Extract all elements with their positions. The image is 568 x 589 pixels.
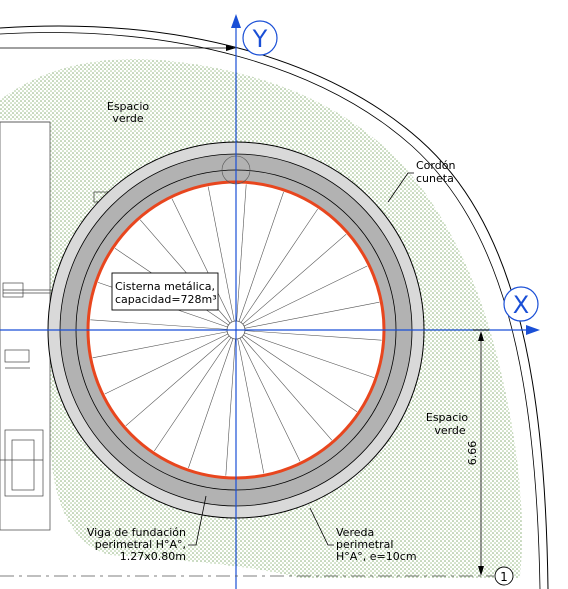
top-dimension-arrow: [226, 45, 236, 51]
tank-label-2: capacidad=728m³: [115, 293, 217, 306]
green-area-right-label-2: verde: [434, 424, 466, 437]
curb-label-2: cuneta: [416, 172, 454, 185]
rafter-line: [207, 186, 237, 331]
axis-x-label: X: [513, 291, 529, 319]
rafter-line: [225, 329, 237, 476]
rafter-line: [235, 329, 382, 341]
grid-marker-bubble: [494, 566, 514, 586]
rafter-line: [235, 191, 284, 331]
tank-roof-rafters: [90, 184, 382, 476]
sidewalk-label-3: H°A°, e=10cm: [336, 550, 417, 563]
vertical-dimension-value: 6.66: [466, 441, 479, 466]
green-area-top-label-2: verde: [112, 112, 144, 125]
vertical-dimension-arrow-bottom: [478, 566, 484, 576]
green-area-right-label-1: Espacio: [426, 411, 469, 424]
sidewalk-label-1: Vereda: [336, 526, 374, 539]
grid-marker-label: 1: [500, 570, 508, 584]
rafter-line: [92, 329, 237, 359]
rafter-line: [235, 329, 265, 474]
axis-x-arrow: [526, 325, 540, 335]
rafter-line: [235, 329, 301, 462]
vertical-dimension-arrow-top: [478, 331, 484, 341]
rafter-line: [125, 329, 237, 427]
green-area-top-label-1: Espacio: [107, 100, 150, 113]
rafter-line: [90, 319, 237, 331]
building-outline: [0, 121, 51, 531]
rafter-line: [235, 265, 368, 331]
rafter-line: [235, 208, 318, 331]
rafter-line: [235, 184, 247, 331]
rafter-line: [235, 233, 347, 331]
site-boundary-outer: [0, 25, 549, 589]
rafter-line: [154, 329, 237, 452]
rafter-line: [171, 198, 237, 331]
tank-label-1: Cisterna metálica,: [115, 280, 215, 293]
curb-leader: [387, 172, 414, 203]
sidewalk-leader: [309, 507, 334, 546]
beam-label-1: Viga de fundación: [87, 526, 186, 539]
beam-label-2: perimetral H°A°,: [95, 538, 186, 551]
curb-label-1: Cordón: [416, 159, 455, 172]
tank-label-box: [111, 272, 219, 311]
rafter-line: [235, 329, 333, 441]
axis-y-arrow: [231, 14, 241, 28]
rafter-line: [104, 329, 237, 395]
rafter-line: [235, 329, 375, 378]
site-boundary-inner: [0, 32, 541, 589]
rafter-line: [235, 329, 358, 412]
axis-y-bubble: [242, 20, 278, 56]
rafter-line: [188, 329, 237, 469]
beam-label-3: 1.27x0.80m: [120, 550, 186, 563]
axis-y-label: Y: [252, 25, 268, 53]
axis-x-bubble: [503, 286, 539, 322]
rafter-line: [235, 301, 380, 331]
beam-leader: [188, 495, 207, 546]
sidewalk-label-2: perimetral: [336, 538, 393, 551]
